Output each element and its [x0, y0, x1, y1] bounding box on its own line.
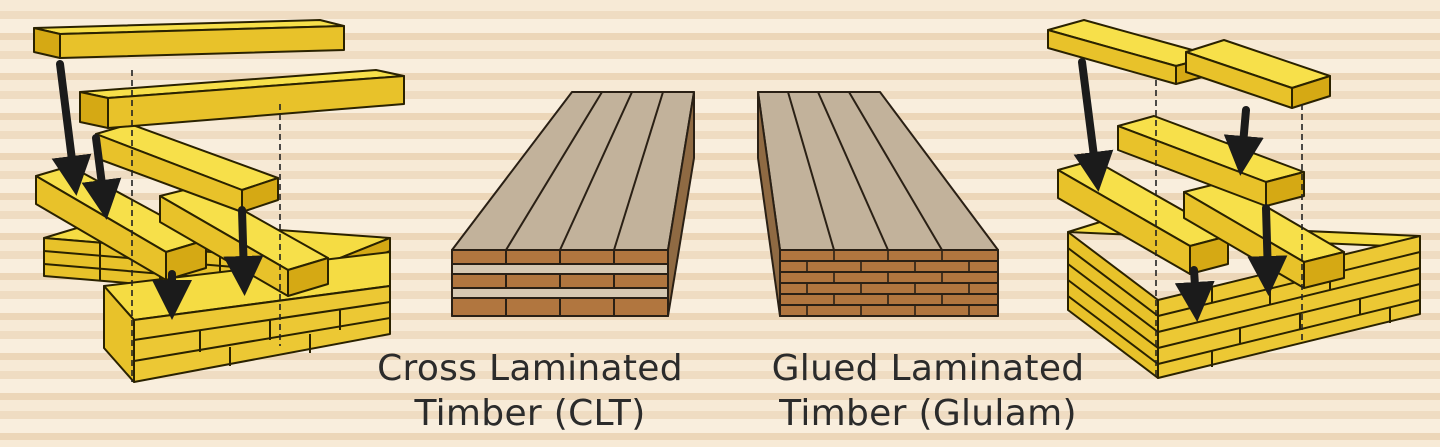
clt-floating-board-2	[79, 69, 405, 129]
glulam-assembly-drawing	[1047, 19, 1421, 379]
glulam-beam	[757, 91, 999, 317]
arrow-icon	[1223, 106, 1264, 176]
arrow-icon	[1174, 266, 1215, 322]
clt-caption: Cross Laminated Timber (CLT)	[340, 346, 720, 436]
glulam-floating-board-2	[1185, 39, 1331, 109]
clt-arrows	[51, 60, 264, 320]
arrow-icon	[51, 60, 92, 196]
clt-guide-lines	[131, 70, 281, 382]
clt-panel-top-face	[451, 91, 695, 251]
arrow-icon	[81, 134, 122, 220]
clt-caption-line1: Cross Laminated	[377, 348, 683, 389]
glulam-caption-line1: Glued Laminated	[771, 348, 1085, 389]
clt-assembly-drawing	[33, 19, 405, 383]
glulam-caption-line2: Timber (Glulam)	[779, 393, 1077, 434]
glulam-floating-board-1	[1047, 19, 1215, 85]
clt-floating-board-1	[33, 19, 345, 59]
clt-panel	[451, 91, 695, 317]
arrow-icon	[223, 206, 264, 296]
arrow-icon	[1247, 204, 1288, 296]
glulam-caption: Glued Laminated Timber (Glulam)	[738, 346, 1118, 436]
clt-caption-line2: Timber (CLT)	[414, 393, 646, 434]
glulam-arrows	[1073, 58, 1288, 322]
arrow-icon	[1073, 58, 1114, 192]
